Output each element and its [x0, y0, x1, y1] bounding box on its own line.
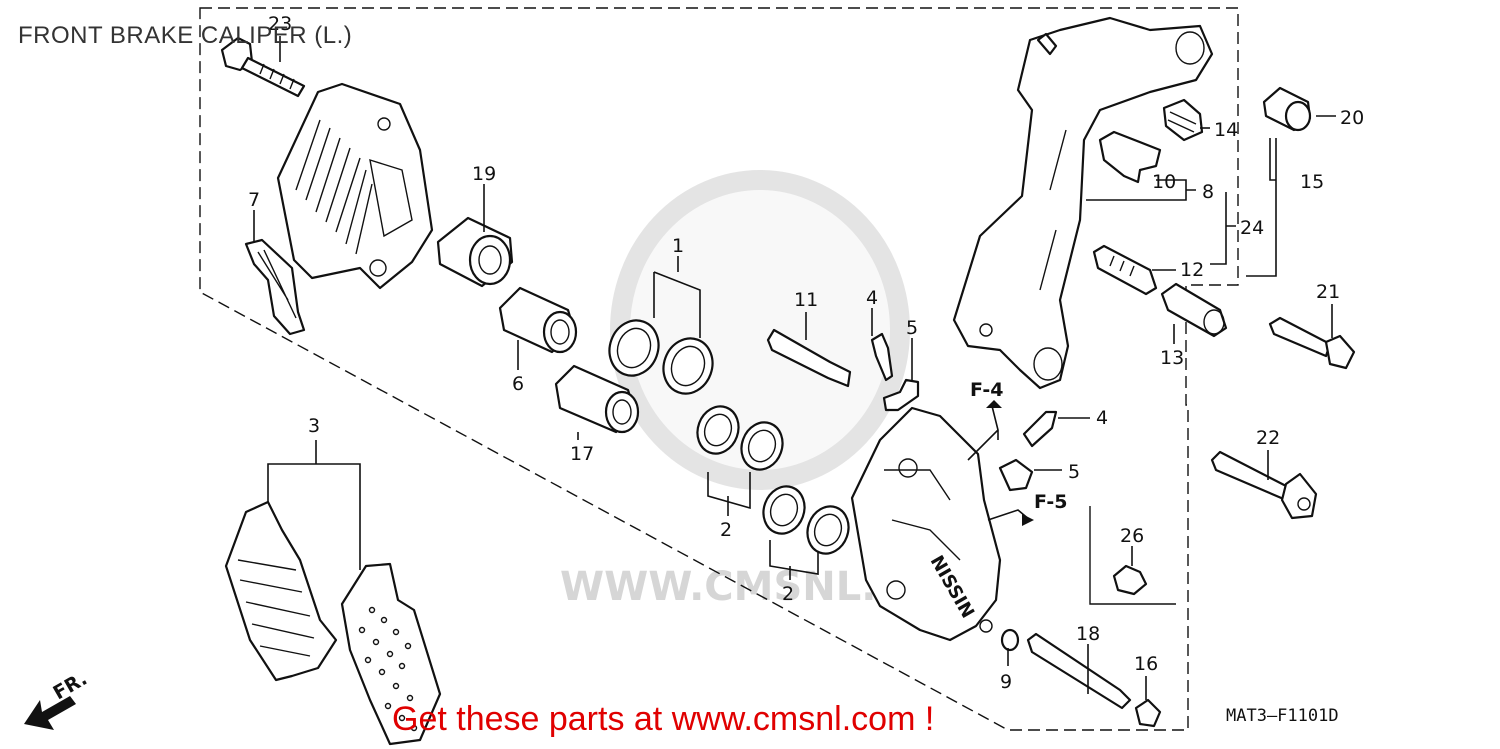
part-12-slide-pin	[1092, 244, 1158, 296]
caliper-body: NISSIN	[850, 406, 1002, 642]
part-21-bolt	[1268, 316, 1356, 370]
part-5-cap-lower	[998, 458, 1034, 492]
part-1-pistons	[608, 319, 714, 395]
front-direction-arrow	[24, 696, 76, 730]
assembly-boundary	[199, 7, 1239, 731]
callout-21: 21	[1316, 281, 1340, 303]
callout-7: 7	[248, 189, 260, 211]
callout-8: 8	[1202, 181, 1214, 203]
callout-2-upper: 2	[720, 519, 732, 541]
part-2-seals-lower	[762, 485, 850, 555]
ref-f5: F-5	[1034, 491, 1068, 513]
part-3-brake-pads	[224, 500, 442, 746]
callout-18: 18	[1076, 623, 1100, 645]
callout-3: 3	[308, 415, 320, 437]
part-22-bolt	[1210, 450, 1318, 520]
caliper-cover	[276, 82, 434, 290]
part-18-pin	[1026, 632, 1132, 710]
callout-17: 17	[570, 443, 594, 465]
part-4-bleeder-upper	[870, 332, 894, 382]
diagram-code: MAT3—F1101D	[1226, 706, 1339, 726]
callout-19: 19	[472, 163, 496, 185]
callout-9: 9	[1000, 671, 1012, 693]
part-7-pad-spring	[244, 238, 306, 336]
callout-24: 24	[1240, 217, 1264, 239]
part-26-inset	[1089, 506, 1176, 605]
part-16-plug	[1134, 698, 1162, 728]
callout-5-lower: 5	[1068, 461, 1080, 483]
callout-4-upper: 4	[866, 287, 878, 309]
callout-15: 15	[1300, 171, 1324, 193]
page-title: FRONT BRAKE CALIPER (L.)	[18, 22, 353, 49]
part-10-retainer	[1098, 130, 1162, 184]
callout-4-lower: 4	[1096, 407, 1108, 429]
part-11-pin	[766, 328, 852, 388]
callout-13: 13	[1160, 347, 1184, 369]
callout-2-lower: 2	[782, 583, 794, 605]
leader-lines	[253, 36, 1336, 700]
part-20-collar	[1262, 86, 1312, 132]
part-2-seals-upper	[696, 405, 784, 471]
part-5-cap-upper	[882, 378, 920, 412]
part-23-bolt	[220, 36, 306, 98]
f4-arrow	[986, 400, 1002, 408]
promo-link[interactable]: Get these parts at www.cmsnl.com !	[392, 700, 935, 738]
callout-10: 10	[1152, 171, 1176, 193]
part-13-boot	[1160, 282, 1228, 338]
ref-f4: F-4	[970, 379, 1004, 401]
part-17-sleeve	[554, 364, 640, 434]
callout-14: 14	[1214, 119, 1238, 141]
callout-12: 12	[1180, 259, 1204, 281]
callout-6: 6	[512, 373, 524, 395]
part-9-washer	[1000, 628, 1020, 652]
part-6-sleeve	[498, 286, 578, 354]
callout-5-upper: 5	[906, 317, 918, 339]
callout-23: 23	[268, 13, 292, 35]
callout-16: 16	[1134, 653, 1158, 675]
callout-1: 1	[672, 235, 684, 257]
callout-26: 26	[1120, 525, 1144, 547]
callout-22: 22	[1256, 427, 1280, 449]
part-19-sleeve	[436, 216, 514, 288]
part-4-bleeder-lower	[1022, 410, 1058, 448]
caliper-bracket	[952, 16, 1214, 390]
callout-20: 20	[1340, 107, 1364, 129]
f5-arrow	[1022, 514, 1034, 526]
callout-11: 11	[794, 289, 818, 311]
part-14-boot	[1162, 98, 1204, 142]
